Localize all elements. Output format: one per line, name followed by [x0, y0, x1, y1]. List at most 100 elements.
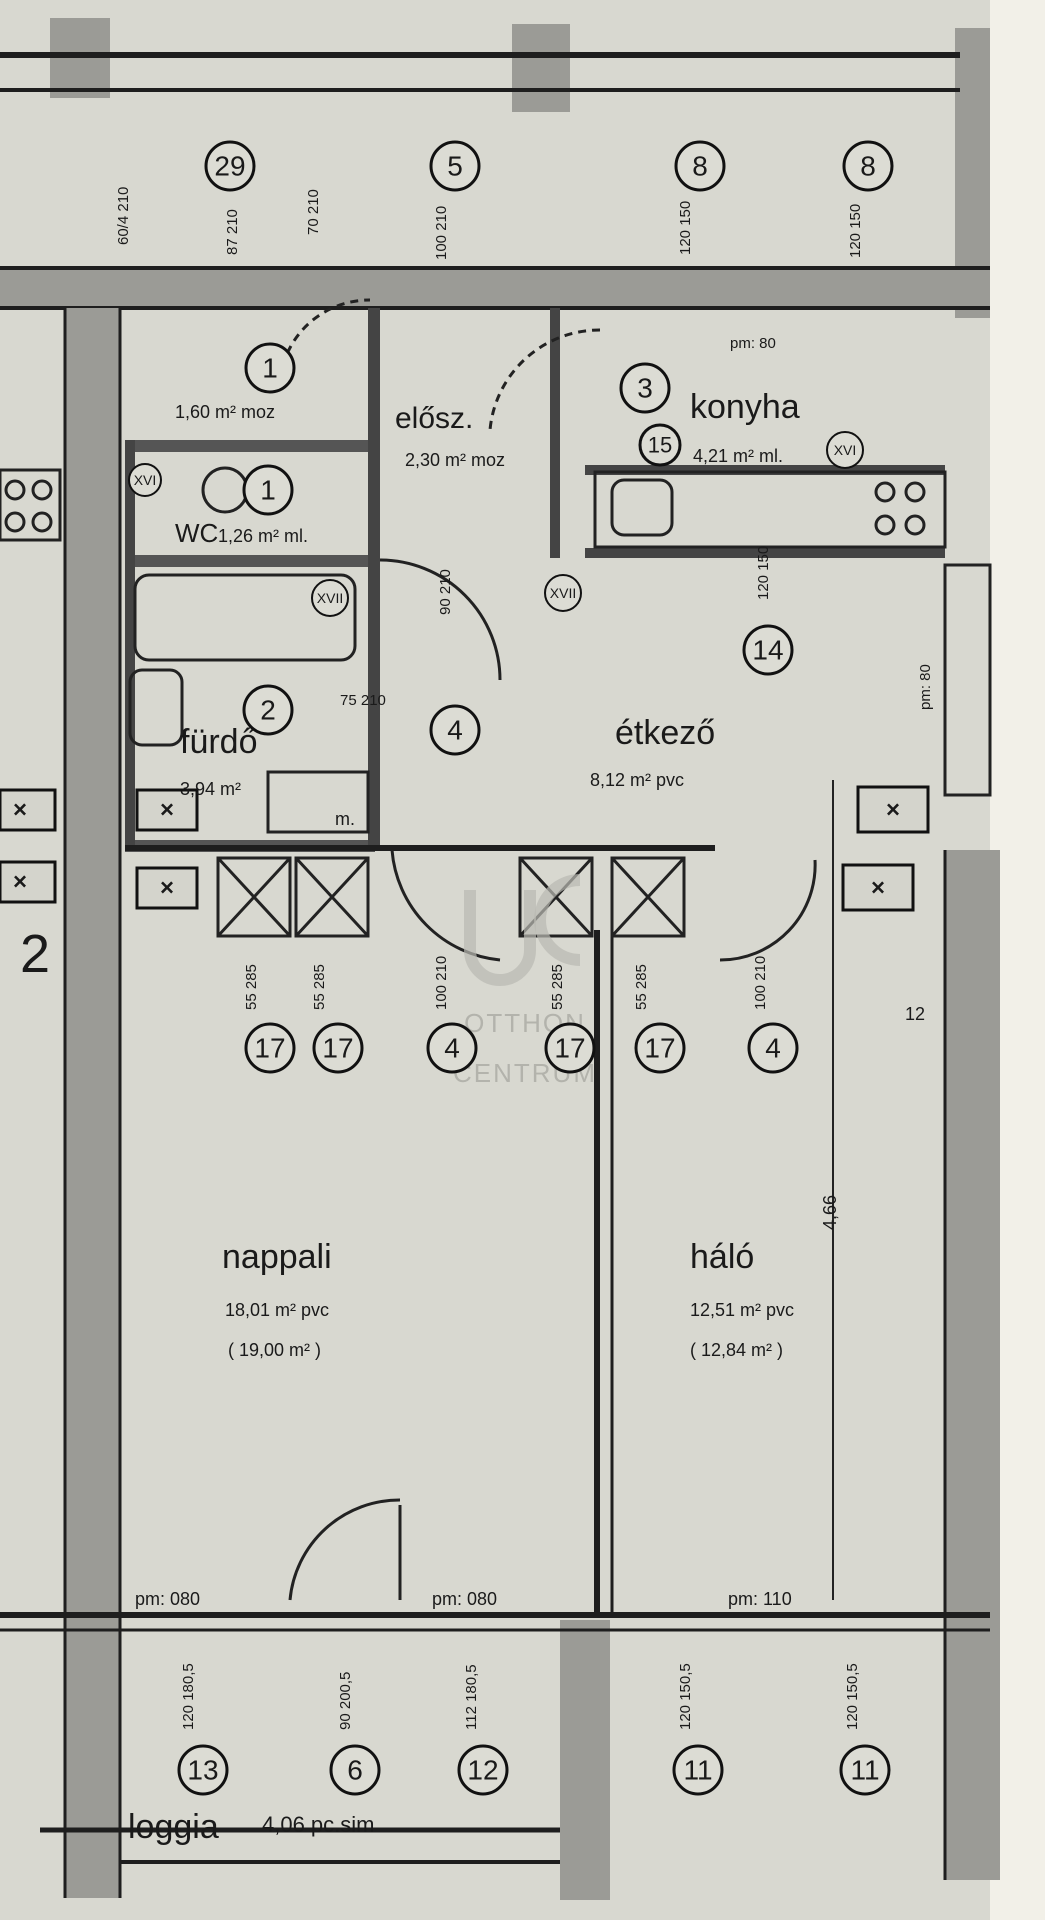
bottom-tag: 11 [683, 1755, 712, 1786]
right-wall [945, 850, 1000, 1880]
dimension-label: 120 150,5 [844, 1663, 861, 1730]
room-number-tag: 2 [260, 695, 276, 726]
parapet-label: pm: 80 [730, 335, 776, 352]
room-area-nappali: 18,01 m² pvc [225, 1300, 329, 1320]
radiator [943, 563, 992, 797]
roman-mark: XVI [834, 442, 857, 458]
x-mark: × [13, 869, 27, 896]
room-number-tag: 15 [648, 433, 672, 458]
dimension-label: 120 150 [677, 201, 694, 255]
watermark: OTTHON CENTRUM [453, 874, 595, 1088]
length-label: 4,66 [820, 1195, 840, 1230]
dimension-label: 55 285 [633, 964, 650, 1010]
door-tag: 17 [254, 1033, 285, 1064]
roman-mark: XVII [317, 590, 343, 606]
room-name-furdo: fürdő [180, 723, 258, 761]
door-tag: 4 [765, 1033, 781, 1064]
dimension-label: 112 180,5 [463, 1664, 480, 1730]
loggia-divider-wall [560, 1620, 610, 1900]
top-tags: 29 5 8 8 [204, 140, 894, 192]
x-mark: × [886, 797, 900, 824]
door-tags: 17 17 4 17 17 4 [244, 1022, 799, 1074]
room-name-halo: háló [690, 1238, 754, 1276]
room-number-tag: 3 [637, 373, 653, 404]
room-number-tag: 14 [752, 635, 783, 666]
room-number-tags: 1 3 15 1 2 4 14 [242, 342, 794, 756]
top-pillar-mid [512, 24, 570, 112]
room-name-loggia: loggia [128, 1808, 219, 1846]
watermark-logo [464, 890, 536, 986]
room-area-wc: 1,26 m² ml. [218, 526, 308, 546]
room-number-tag: 1 [262, 353, 278, 384]
fixtures [0, 466, 992, 1600]
room-area-konyha: 4,21 m² ml. [693, 446, 783, 466]
neighbour-unit-number: 2 [20, 924, 50, 984]
door-tag: 17 [322, 1033, 353, 1064]
bottom-tag: 6 [347, 1755, 363, 1786]
room-name-nappali: nappali [222, 1238, 332, 1276]
room-area-furdo: 3,94 m² [180, 779, 241, 799]
toilet [201, 466, 249, 514]
room-area-alt-halo: ( 12,84 m² ) [690, 1340, 783, 1360]
door-tag: 17 [554, 1033, 585, 1064]
room-letter-furdo: m. [335, 809, 355, 829]
parapet-labels: pm: 080 pm: 080 pm: 110 pm: 80 pm: 80 [135, 335, 934, 1609]
dimension-label: 100 210 [433, 206, 450, 260]
top-tag: 8 [860, 151, 876, 182]
x-boxes: × × × × × × [0, 785, 930, 912]
parapet-label: pm: 080 [432, 1589, 497, 1609]
bottom-tags: 13 6 12 11 11 [177, 1744, 891, 1796]
dimension-label: 90 210 [437, 569, 454, 615]
stove [874, 481, 926, 536]
x-mark: × [871, 875, 885, 902]
dimension-label: 100 210 [433, 956, 450, 1010]
dimension-label: 75 210 [340, 692, 386, 709]
kitchen-sink [610, 478, 674, 537]
dimension-label: 87 210 [224, 209, 241, 255]
roman-mark: XVII [550, 585, 576, 601]
neighbour-stove [0, 468, 62, 542]
kitchen-counter [593, 470, 947, 549]
dimension-label: 70 210 [305, 189, 322, 235]
bottom-tag: 12 [467, 1755, 498, 1786]
dimension-label: 100 210 [752, 956, 769, 1010]
dimension-label: 55 285 [549, 964, 566, 1010]
corridor-wall [0, 268, 990, 308]
x-mark: × [160, 797, 174, 824]
washbasin [128, 668, 184, 747]
room-area-alt-nappali: ( 19,00 m² ) [228, 1340, 321, 1360]
parapet-label: pm: 080 [135, 1589, 200, 1609]
roman-mark: XVI [134, 472, 157, 488]
room-area-wc-corridor: 1,60 m² moz [175, 402, 275, 422]
room-name-elosz: elősz. [395, 402, 473, 435]
bottom-dimensions: 120 180,5 90 200,5 112 180,5 120 150,5 1… [180, 1663, 861, 1730]
dimension-label: 120 150 [847, 204, 864, 258]
height-label: 12 [905, 1004, 925, 1024]
dimension-label: 120 180,5 [180, 1663, 197, 1730]
roman-marks: XVI XVII XVII XVI [128, 431, 864, 617]
room-number-tag: 1 [260, 475, 276, 506]
inner-dimensions: 75 210 90 210 120 150 [340, 546, 772, 709]
left-wall [65, 308, 120, 1898]
dimension-label: 120 150 [755, 546, 772, 600]
room-area-etkezo: 8,12 m² pvc [590, 770, 684, 790]
washer [266, 770, 370, 834]
door-tag: 4 [444, 1033, 460, 1064]
top-tag: 29 [214, 151, 245, 182]
mid-dimensions: 55 285 55 285 100 210 55 285 55 285 100 … [243, 956, 769, 1010]
dimension-label: 60/4 210 [115, 187, 132, 245]
parapet-label: pm: 80 [917, 664, 934, 710]
misc-dimensions: 4,66 12 [820, 1004, 925, 1230]
top-dimensions: 60/4 210 87 210 70 210 100 210 120 150 1… [115, 187, 864, 260]
vent-shafts [216, 856, 686, 938]
dimension-label: 120 150,5 [677, 1663, 694, 1730]
top-tag: 5 [447, 151, 463, 182]
room-name-konyha: konyha [690, 388, 800, 426]
room-name-etkezo: étkező [615, 714, 715, 752]
door-tag: 17 [644, 1033, 675, 1064]
top-tag: 8 [692, 151, 708, 182]
x-mark: × [13, 797, 27, 824]
dimension-label: 90 200,5 [337, 1672, 354, 1730]
room-area-loggia: 4,06 pc.sim [262, 1812, 375, 1837]
